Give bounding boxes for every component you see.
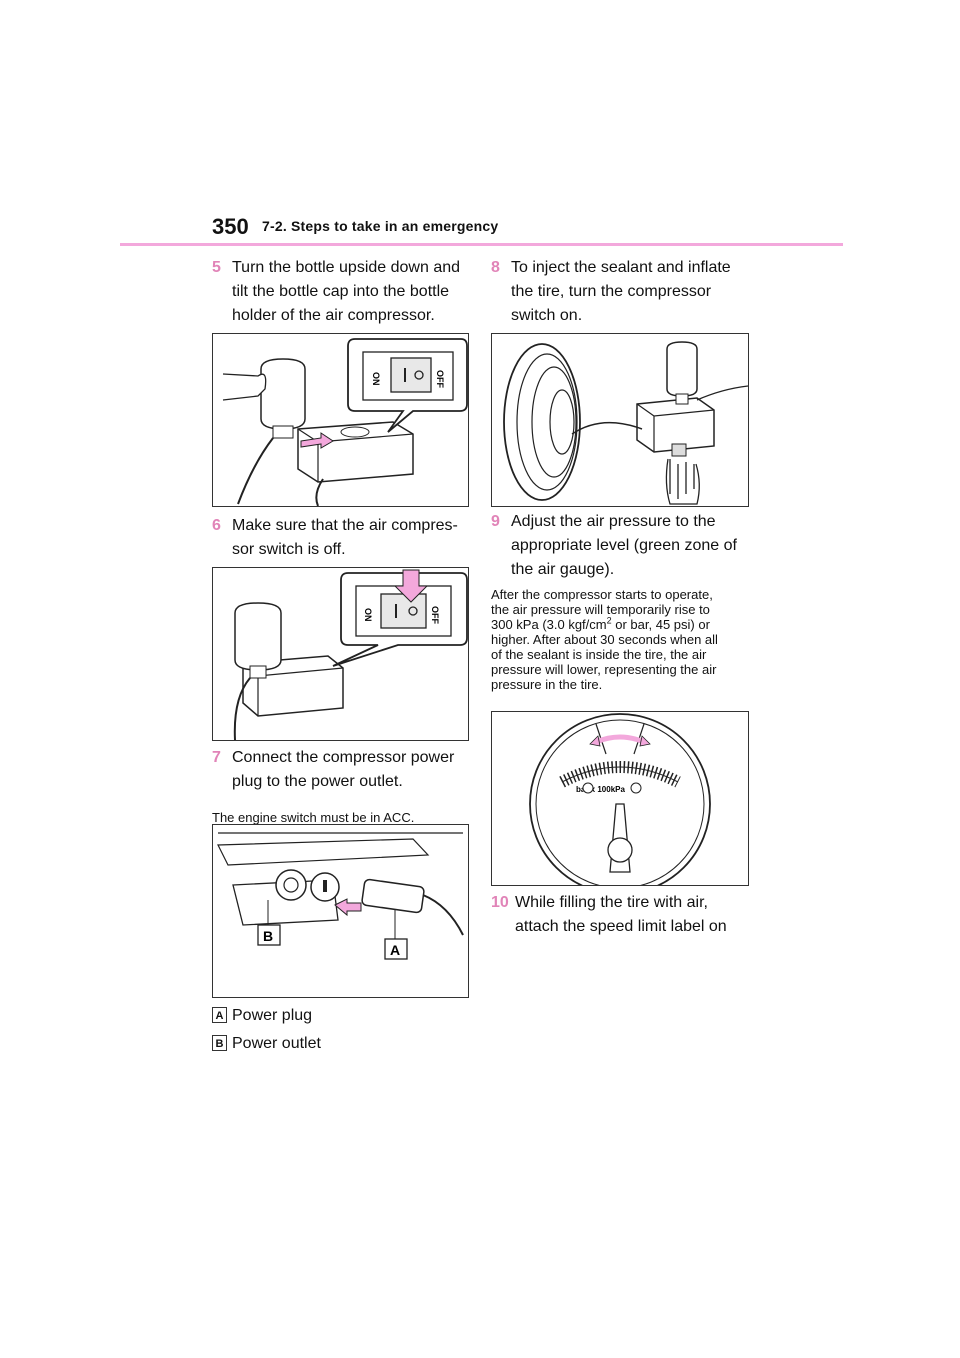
switch-on-label: ON — [371, 372, 381, 386]
page-number: 350 — [212, 214, 249, 239]
step-text-line: switch on. — [511, 307, 583, 324]
figure-power-outlet: B A — [212, 824, 469, 998]
step-text-line: Adjust the air pressure to the — [511, 513, 716, 530]
legend-item-a: A Power plug — [212, 1006, 412, 1028]
legend-item-b: B Power outlet — [212, 1034, 412, 1056]
figure-switch-on — [491, 333, 749, 507]
note-line: After the compressor starts to operate, — [491, 587, 713, 602]
switch-off-label: OFF — [430, 606, 440, 624]
step-text-line: attach the speed limit label on — [515, 918, 727, 935]
step-text-line: plug to the power outlet. — [232, 773, 403, 790]
step-number: 8 — [491, 259, 500, 276]
header-rule — [120, 243, 843, 246]
step-5: 5 Turn the bottle upside down and tilt t… — [212, 256, 472, 328]
step-8: 8 To inject the sealant and inflate the … — [491, 256, 751, 328]
step-text-line: appropriate level (green zone of — [511, 537, 737, 554]
note-line: higher. After about 30 seconds when all — [491, 632, 718, 647]
step-10: 10 While filling the tire with air, atta… — [491, 891, 756, 941]
legend-key: B — [212, 1035, 227, 1051]
switch-off-label: OFF — [435, 370, 445, 388]
step-text-line: Make sure that the air compres- — [232, 517, 458, 534]
step-7: 7 Connect the compressor power plug to t… — [212, 746, 472, 796]
note-line: 300 kPa (3.0 kgf/cm2 or bar, 45 psi) or — [491, 615, 710, 632]
callout-a: A — [390, 942, 400, 958]
note-line: of the sealant is inside the tire, the a… — [491, 647, 707, 662]
step-text-line: sor switch is off. — [232, 541, 346, 558]
legend-label: Power plug — [232, 1007, 313, 1024]
step-7-note: The engine switch must be in ACC. — [212, 810, 415, 825]
step-text-line: Turn the bottle upside down and — [232, 259, 461, 276]
legend-key: A — [212, 1007, 227, 1023]
step-text-line: tilt the bottle cap into the bottle — [232, 283, 450, 300]
step-9-note: After the compressor starts to operate, … — [491, 587, 756, 692]
step-text-line: To inject the sealant and inflate — [511, 259, 731, 276]
step-text-line: the tire, turn the compressor — [511, 283, 712, 300]
note-line: the air pressure will temporarily rise t… — [491, 602, 710, 617]
note-line: pressure will lower, representing the ai… — [491, 662, 717, 677]
gauge-unit-label: bar/x 100kPa — [576, 785, 625, 794]
section-title: 7-2. Steps to take in an emergency — [262, 218, 499, 234]
figure-air-gauge: bar/x 100kPa — [491, 711, 749, 886]
figure-switch-off: ON OFF — [212, 567, 469, 741]
switch-on-label: ON — [363, 608, 373, 622]
step-number: 9 — [491, 513, 500, 530]
step-number: 10 — [491, 894, 509, 911]
step-number: 5 — [212, 259, 221, 276]
step-text-line: holder of the air compressor. — [232, 307, 435, 324]
step-6: 6 Make sure that the air compres- sor sw… — [212, 514, 472, 564]
step-text-line: While filling the tire with air, — [515, 894, 708, 911]
figure-bottle-insert: ON OFF — [212, 333, 469, 507]
step-text-line: Connect the compressor power — [232, 749, 455, 766]
step-number: 6 — [212, 517, 221, 534]
legend-label: Power outlet — [232, 1035, 321, 1052]
callout-b: B — [263, 928, 273, 944]
note-line: pressure in the tire. — [491, 677, 603, 692]
step-text-line: the air gauge). — [511, 561, 615, 578]
step-9: 9 Adjust the air pressure to the appropr… — [491, 510, 761, 582]
step-number: 7 — [212, 749, 221, 766]
